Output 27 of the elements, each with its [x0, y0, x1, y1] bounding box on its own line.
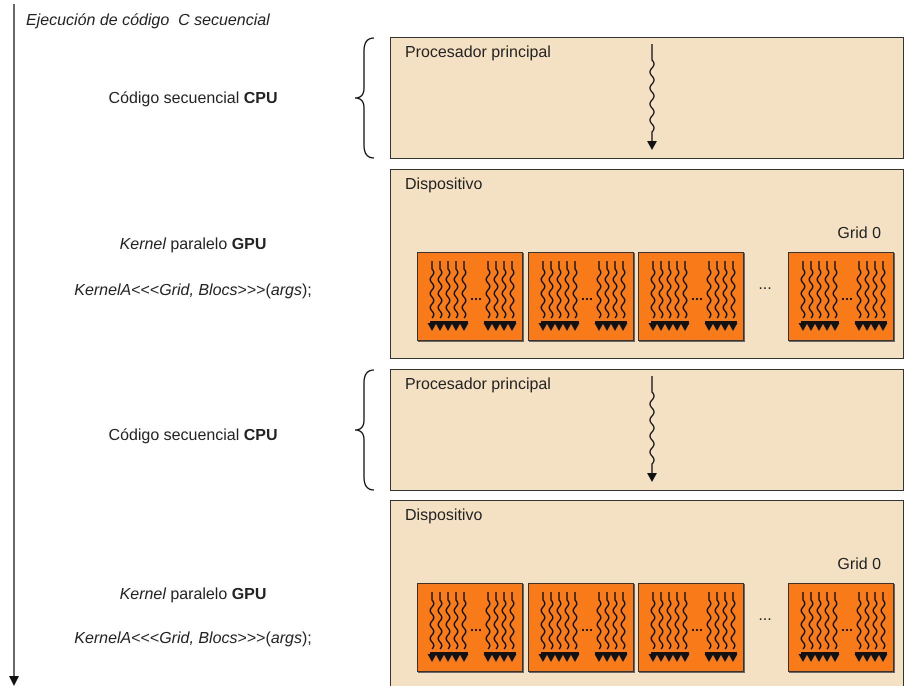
panel-box: [390, 369, 904, 491]
block-box: [417, 583, 523, 672]
panel-title: Procesador principal: [405, 44, 551, 62]
panel-box: [390, 169, 904, 359]
grid-label: Grid 0: [837, 556, 881, 574]
block-box: [788, 252, 894, 341]
side-label: Código secuencial CPU: [108, 427, 278, 445]
side-label: Código secuencial CPU: [108, 90, 278, 108]
block-box: [638, 252, 744, 341]
side-label: ...: [758, 607, 772, 625]
block-box: [417, 252, 523, 341]
side-label: ...: [758, 276, 772, 294]
side-label: KernelA<<<Grid, Blocs>>>(args);: [74, 282, 312, 300]
block-box: [528, 252, 634, 341]
panel-title: Dispositivo: [405, 507, 482, 525]
side-label: Kernel paralelo GPU: [120, 586, 266, 604]
side-label: KernelA<<<Grid, Blocs>>>(args);: [74, 630, 312, 648]
grid-label: Grid 0: [837, 225, 881, 243]
panel-box: [390, 500, 904, 686]
block-box: [638, 583, 744, 672]
timeline-title: Ejecución de código C secuencial: [26, 12, 270, 30]
panel-title: Dispositivo: [405, 176, 482, 194]
panel-box: [390, 37, 904, 159]
side-label: Kernel paralelo GPU: [120, 236, 266, 254]
block-box: [788, 583, 894, 672]
panel-title: Procesador principal: [405, 376, 551, 394]
block-box: [528, 583, 634, 672]
